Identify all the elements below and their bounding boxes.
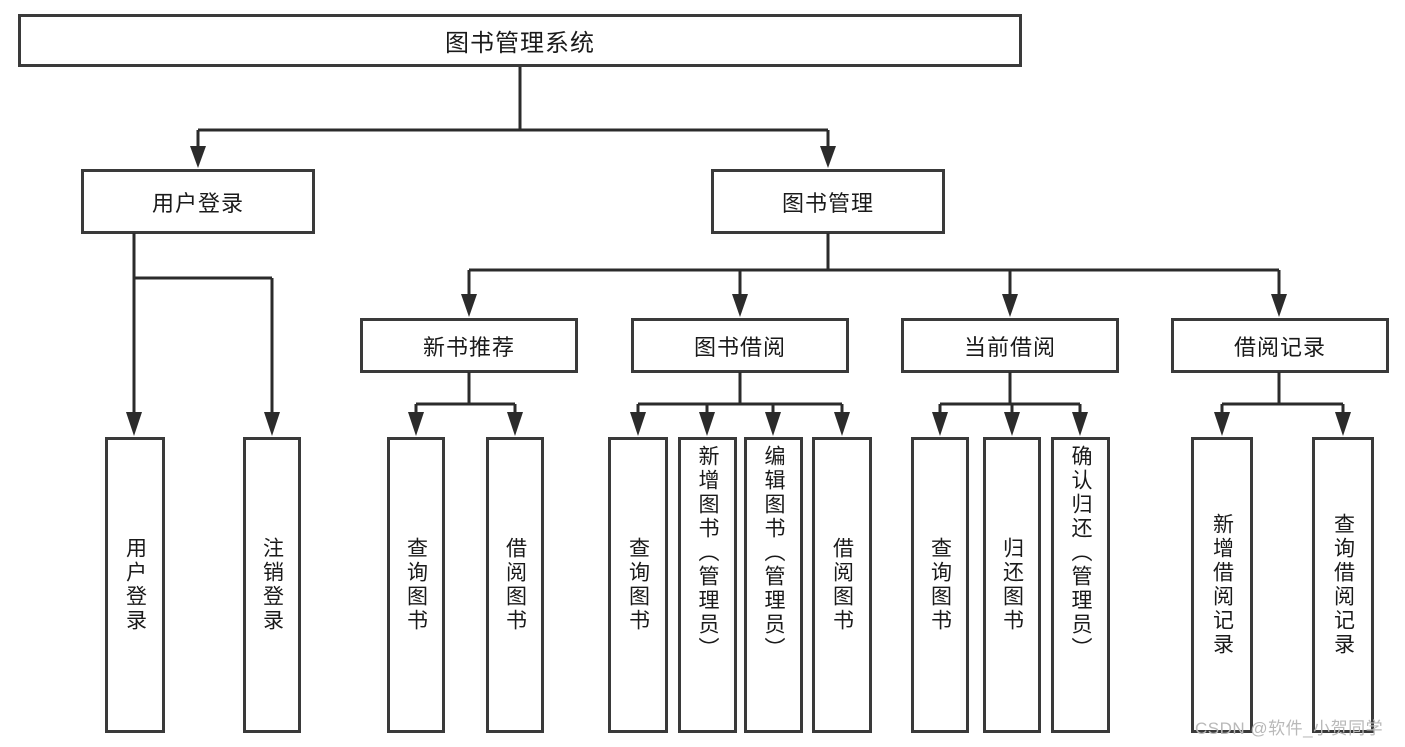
leaf-box-query-book-borrow[interactable] <box>608 437 668 733</box>
arrow-head-leaf-query-book-current <box>932 412 948 436</box>
arrow-head-leaf-edit-book-admin <box>765 412 781 436</box>
connector-user-login-to-leaves <box>126 233 280 436</box>
node-box-root[interactable] <box>18 14 1022 67</box>
arrow-head-leaf-query-book-borrow <box>630 412 646 436</box>
connector-book-borrow-to-leaves <box>630 372 850 436</box>
leaf-box-query-borrow-record[interactable] <box>1312 437 1374 733</box>
arrow-head-leaf-borrow-book-recommend <box>507 412 523 436</box>
watermark-text: CSDN @软件_小贺同学 <box>1195 719 1384 738</box>
arrow-head-leaf-return-book <box>1004 412 1020 436</box>
arrow-head-leaf-user-login <box>126 412 142 436</box>
node-box-borrow-record[interactable] <box>1171 318 1389 373</box>
leaf-box-add-borrow-record[interactable] <box>1191 437 1253 733</box>
leaf-box-confirm-return-admin[interactable] <box>1051 437 1110 733</box>
leaf-box-edit-book-admin[interactable] <box>744 437 803 733</box>
arrow-head-book-borrow <box>732 294 748 317</box>
leaf-box-logout-login[interactable] <box>243 437 301 733</box>
arrow-head-leaf-confirm-return-admin <box>1072 412 1088 436</box>
leaf-box-return-book[interactable] <box>983 437 1041 733</box>
arrow-head-book-management <box>820 146 836 168</box>
arrow-head-leaf-query-borrow-record <box>1335 412 1351 436</box>
leaf-box-query-book-recommend[interactable] <box>387 437 445 733</box>
leaf-box-borrow-book[interactable] <box>812 437 872 733</box>
leaf-box-add-book-admin[interactable] <box>678 437 737 733</box>
node-box-user-login[interactable] <box>81 169 315 234</box>
arrow-head-user-login <box>190 146 206 168</box>
arrow-head-leaf-logout-login <box>264 412 280 436</box>
node-box-new-book-recommend[interactable] <box>360 318 578 373</box>
connector-book-management-to-level3 <box>461 233 1287 317</box>
connector-new-book-recommend-to-leaves <box>408 372 523 436</box>
arrow-head-leaf-add-book-admin <box>699 412 715 436</box>
node-box-current-borrow[interactable] <box>901 318 1119 373</box>
arrow-head-borrow-record <box>1271 294 1287 317</box>
arrow-head-leaf-query-book-recommend <box>408 412 424 436</box>
arrow-head-new-book-recommend <box>461 294 477 317</box>
arrow-head-current-borrow <box>1002 294 1018 317</box>
node-box-book-management[interactable] <box>711 169 945 234</box>
leaf-box-query-book-current[interactable] <box>911 437 969 733</box>
connector-current-borrow-to-leaves <box>932 372 1088 436</box>
connector-borrow-record-to-leaves <box>1214 372 1351 436</box>
arrow-head-leaf-borrow-book <box>834 412 850 436</box>
node-box-book-borrow[interactable] <box>631 318 849 373</box>
connector-root-to-level2 <box>190 67 836 168</box>
leaf-box-user-login[interactable] <box>105 437 165 733</box>
leaf-box-borrow-book-recommend[interactable] <box>486 437 544 733</box>
arrow-head-leaf-add-borrow-record <box>1214 412 1230 436</box>
